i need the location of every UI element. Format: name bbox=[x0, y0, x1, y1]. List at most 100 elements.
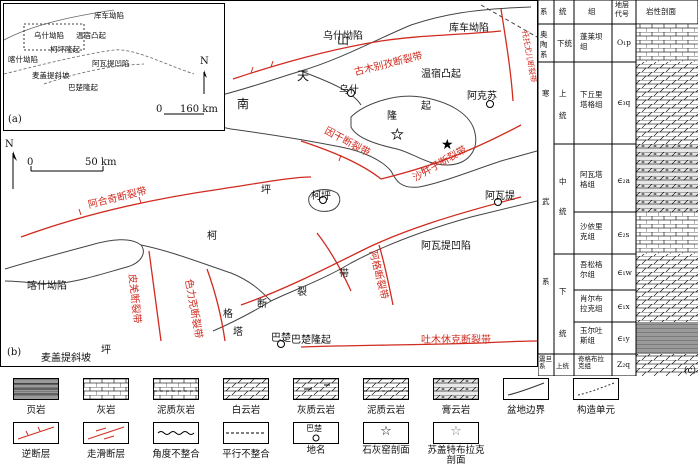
unit-boundary bbox=[480, 4, 537, 38]
legend-parallel-unconformity: 平行不整合 bbox=[216, 422, 276, 460]
sys-cam-3: 系 bbox=[542, 277, 550, 286]
code-z2q: Z₂q bbox=[617, 360, 631, 369]
tectonic-unit-swatch bbox=[573, 378, 619, 400]
code-e2s: ∈₂s bbox=[617, 230, 630, 239]
label-ge: 格 bbox=[223, 309, 233, 320]
strat-column: 系 统 组 地层代号 岩性剖面 奥陶系 下统 蓬莱坝组 O₁p 寒 武 系 上 … bbox=[538, 0, 698, 376]
panel-b-label: (b) bbox=[7, 347, 22, 358]
map-panel: ★ ★ 库车坳陷 温宿凸起 柯坪隆起 阿瓦提凹陷 麦盖提斜坡 巴楚隆起 bbox=[0, 0, 538, 367]
inset-map: 库车坳陷 温宿凸起 柯坪隆起 阿瓦提凹陷 麦盖提斜坡 巴楚隆起 乌什坳陷 喀什坳… bbox=[3, 3, 225, 131]
legend-limestone: 灰岩 bbox=[76, 378, 136, 416]
awati-place bbox=[494, 198, 502, 206]
sys-ordovician: 奥陶系 bbox=[540, 30, 548, 59]
legend-label-tectonic-unit: 构造单元 bbox=[576, 405, 615, 416]
arg-limestone-swatch bbox=[153, 378, 199, 400]
sys-cam-1: 寒 bbox=[542, 89, 550, 98]
form-xiaqiulitage: 下丘里塔格组 bbox=[580, 90, 603, 109]
hdr-code: 地层代号 bbox=[615, 1, 629, 18]
label-ta: 塔 bbox=[233, 327, 243, 338]
label-long: 隆 bbox=[387, 111, 397, 122]
sugaite-swatch: ☆ bbox=[433, 422, 479, 444]
column-svg bbox=[538, 0, 698, 376]
wensu-island bbox=[350, 95, 477, 166]
fault-ake-2 bbox=[316, 232, 352, 292]
gyp-dolomite-swatch bbox=[433, 378, 479, 400]
sugaite-star: ★ bbox=[391, 127, 404, 143]
shihuiyao-swatch: ☆ bbox=[363, 422, 409, 444]
label-ping: 坪 bbox=[261, 185, 271, 196]
legend-label-shihuiyao: 石灰窑剖面 bbox=[362, 445, 410, 456]
code-e2a: ∈₂a bbox=[617, 176, 631, 185]
scale-main-zero: 0 bbox=[27, 157, 34, 168]
shale-swatch bbox=[13, 378, 59, 400]
ser-lower-1: 下 bbox=[559, 287, 567, 296]
legend-dolomite: 白云岩 bbox=[216, 378, 276, 416]
legend-argillaceous-dolomite: 泥质云岩 bbox=[356, 378, 416, 416]
dolomite-swatch bbox=[223, 378, 269, 400]
legend-gypsum-dolomite: 膏云岩 bbox=[426, 378, 486, 416]
sys-sinian: 震旦系 bbox=[539, 355, 552, 370]
keping-place bbox=[319, 196, 327, 204]
ser-mid-2: 统 bbox=[559, 207, 567, 216]
inset-kuche: 库车坳陷 bbox=[94, 11, 124, 20]
kashi-outline bbox=[4, 239, 144, 285]
inset-wushi: 乌什坳陷 bbox=[34, 31, 64, 40]
sys-cam-2: 武 bbox=[542, 197, 550, 206]
akesu-place bbox=[486, 100, 494, 108]
ser-upper-1: 上 bbox=[559, 89, 567, 98]
inset-maigaiti: 麦盖提斜坡 bbox=[32, 71, 70, 80]
form-shayilike: 沙依里克组 bbox=[580, 222, 603, 241]
label-kuche: 库车坳陷 bbox=[449, 23, 489, 34]
legend-basin-boundary: 盆地边界 bbox=[496, 378, 556, 416]
fault-shajingzi bbox=[380, 124, 522, 180]
label-dai: 带 bbox=[339, 269, 349, 280]
label-wensu-uplift: 温宿凸起 bbox=[421, 69, 461, 80]
place-awati: 阿瓦提 bbox=[485, 191, 515, 202]
inset-svg bbox=[4, 9, 207, 115]
fault-tumuxiuke bbox=[300, 340, 537, 348]
angular-swatch bbox=[153, 422, 199, 444]
label-ke: 柯 bbox=[207, 231, 217, 242]
place-name-swatch: 巴楚 bbox=[293, 422, 339, 444]
legend-shale: 页岩 bbox=[6, 378, 66, 416]
place-akesu: 阿克苏 bbox=[467, 91, 497, 102]
fault-sarukes bbox=[206, 268, 226, 342]
faults-group bbox=[20, 8, 537, 348]
label-wensu-2: 起 bbox=[421, 101, 431, 112]
hdr-section: 岩性剖面 bbox=[646, 7, 676, 16]
arg-dolomite-swatch bbox=[363, 378, 409, 400]
form-qigebulake: 奇格布拉克组 bbox=[578, 355, 604, 370]
ser-ord-lower: 下统 bbox=[557, 39, 572, 48]
legend-label-strike-slip: 走滑断层 bbox=[86, 449, 125, 460]
fault-ticks bbox=[78, 60, 424, 216]
legend-shihuiyao: ☆ 石灰窑剖面 bbox=[356, 422, 416, 456]
legend-label-parallel: 平行不整合 bbox=[222, 449, 270, 460]
parallel-swatch bbox=[223, 422, 269, 444]
fault-ake bbox=[378, 244, 394, 306]
north-arrow-main bbox=[12, 151, 17, 189]
legend-label-basin-boundary: 盆地边界 bbox=[506, 405, 545, 416]
legend-label-arg-limestone: 泥质灰岩 bbox=[156, 405, 195, 416]
legend-strike-slip: 走滑断层 bbox=[76, 422, 136, 460]
wushi-place bbox=[347, 89, 355, 97]
keping-south bbox=[140, 200, 537, 302]
inset-scale-zero: 0 bbox=[156, 104, 163, 115]
legend-angular-unconformity: 角度不整合 bbox=[146, 422, 206, 460]
place-keping: 柯坪 bbox=[311, 191, 331, 202]
legend-calcareous-dolomite: 灰质云岩 bbox=[286, 378, 346, 416]
shihuiyao-star: ★ bbox=[441, 137, 454, 153]
strike-slip-swatch bbox=[83, 422, 129, 444]
panel-c-label: (c) bbox=[684, 366, 697, 376]
bachu-edge bbox=[212, 300, 272, 332]
legend: 页岩 灰岩 泥质灰岩 白云岩 灰质云岩 泥质云岩 膏云岩 盆地边界 构造单元 逆… bbox=[0, 376, 700, 471]
fault-label-tumuxiuke: 吐木休克断裂带 bbox=[421, 335, 491, 346]
map-svg: ★ ★ bbox=[4, 4, 537, 348]
legend-label-sugaite: 苏盖特布拉克剖面 bbox=[427, 445, 485, 466]
legend-tectonic-unit: 构造单元 bbox=[566, 378, 626, 416]
basin-boundary bbox=[150, 6, 532, 110]
place-bachu: 巴楚 bbox=[271, 333, 291, 344]
code-o1p: O₁p bbox=[617, 38, 631, 47]
label-wushi-depression: 乌什坳陷 bbox=[323, 31, 363, 42]
place-swatch-text: 巴楚 bbox=[306, 424, 322, 433]
hdr-system: 系 bbox=[540, 7, 548, 16]
